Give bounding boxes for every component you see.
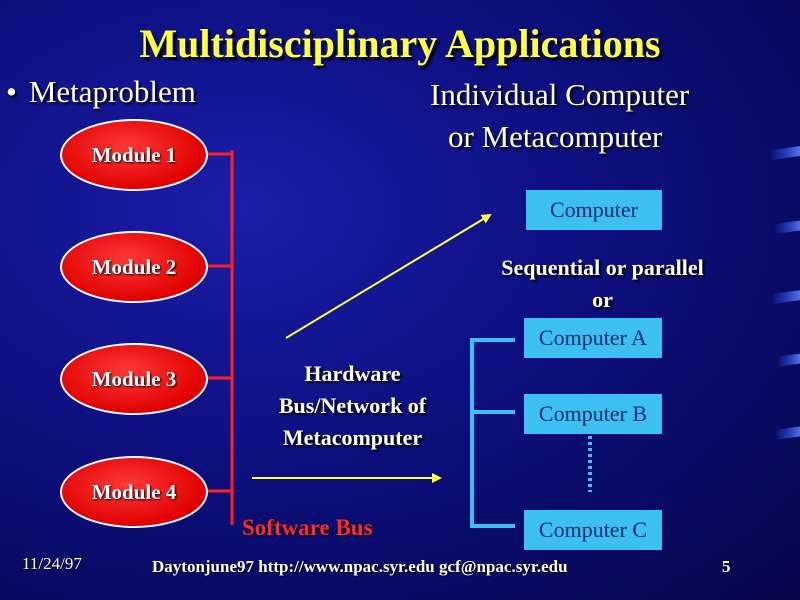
computer-c-box: Computer C <box>524 510 662 550</box>
bullet-icon: • <box>6 74 17 109</box>
computer-a-box: Computer A <box>524 318 662 358</box>
right-heading-line2: or Metacomputer <box>448 119 663 154</box>
module-3: Module 3 <box>60 343 208 415</box>
page-title: Multidisciplinary Applications <box>139 21 661 66</box>
software-bus-label: Software Bus <box>242 515 373 540</box>
left-heading-text: Metaproblem <box>28 74 196 109</box>
hardware-label-line3: Metacomputer <box>282 425 423 450</box>
computer-b-box: Computer B <box>524 394 662 434</box>
diagonal-arrow <box>285 213 492 339</box>
page-number: 5 <box>722 557 731 576</box>
right-heading: Individual Computer or Metacomputer <box>430 74 770 158</box>
hardware-label: Hardware Bus/Network of Metacomputer <box>250 358 455 454</box>
module-4: Module 4 <box>60 456 208 528</box>
sequential-label: Sequential or parallel or <box>470 252 735 316</box>
footer-date: 11/24/97 <box>22 554 82 573</box>
sequential-label-line1: Sequential or parallel <box>501 255 704 280</box>
computer-box: Computer <box>526 190 662 230</box>
sequential-label-line2: or <box>592 287 613 312</box>
right-heading-line1: Individual Computer <box>430 77 690 112</box>
hardware-label-line2: Bus/Network of <box>278 393 427 418</box>
hardware-label-line1: Hardware <box>304 361 401 386</box>
module-1: Module 1 <box>60 119 208 191</box>
footer-center: Daytonjune97 http://www.npac.syr.edu gcf… <box>152 557 568 576</box>
left-heading: • Metaproblem <box>6 74 196 110</box>
module-2: Module 2 <box>60 231 208 303</box>
